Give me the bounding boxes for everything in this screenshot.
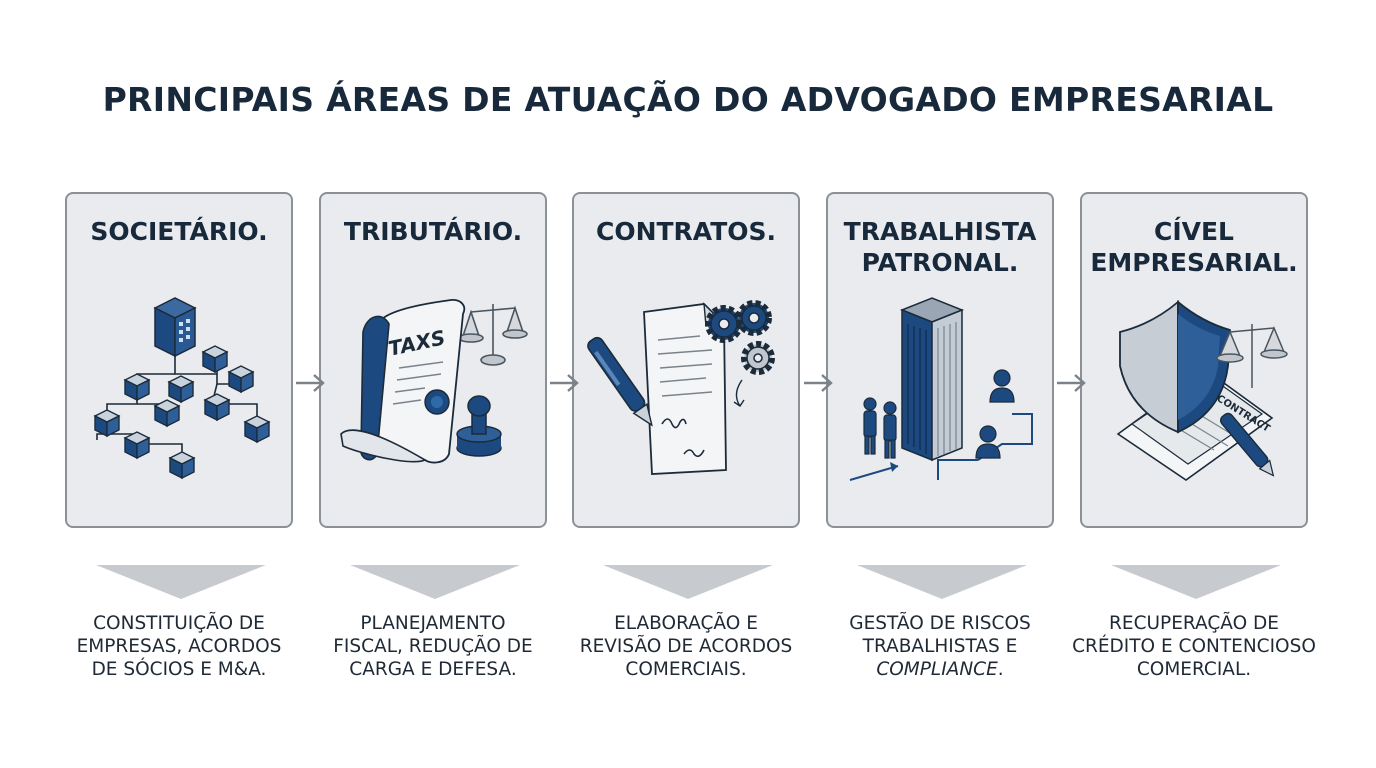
arrow-right-icon <box>296 374 325 392</box>
arrow-right-icon <box>804 374 833 392</box>
arrow-right-icon <box>1057 374 1086 392</box>
card-title-trabalhista: TRABALHISTA PATRONAL. <box>843 217 1037 277</box>
description-societario: CONSTITUIÇÃO DE EMPRESAS, ACORDOS DE SÓC… <box>76 613 282 680</box>
page-title: PRINCIPAIS ÁREAS DE ATUAÇÃO DO ADVOGADO … <box>102 80 1274 119</box>
card-title-contratos: CONTRATOS. <box>595 217 777 246</box>
description-trabalhista: GESTÃO DE RISCOS TRABALHISTAS E COMPLIAN… <box>849 613 1031 680</box>
card-title-societario: SOCIETÁRIO. <box>90 217 268 246</box>
description-civel: RECUPERAÇÃO DE CRÉDITO E CONTENCIOSO COM… <box>1072 613 1316 680</box>
description-contratos: ELABORAÇÃO E REVISÃO DE ACORDOS COMERCIA… <box>579 613 793 680</box>
arrow-right-icon <box>550 374 579 392</box>
pointer-triangle-icon <box>857 565 1027 599</box>
card-tributario: TRIBUTÁRIO. TAXS <box>319 192 547 528</box>
contract-pen-gears-icon <box>587 300 775 475</box>
shield-contract-scale-icon: CONTRACT <box>1116 300 1288 481</box>
office-building-people-icon <box>849 297 1033 481</box>
card-civel-empresarial: CÍVEL EMPRESARIAL. CONTRACT <box>1080 192 1308 528</box>
pointer-triangle-icon <box>603 565 773 599</box>
description-tributario: PLANEJAMENTO FISCAL, REDUÇÃO DE CARGA E … <box>333 613 533 680</box>
card-societario: SOCIETÁRIO. <box>65 192 293 528</box>
card-contratos: CONTRATOS. <box>572 192 800 528</box>
card-title-civel: CÍVEL EMPRESARIAL. <box>1090 217 1298 277</box>
pointer-triangle-icon <box>1111 565 1281 599</box>
pointer-triangle-icon <box>350 565 520 599</box>
corporate-org-chart-icon <box>93 297 271 480</box>
compliance-term: COMPLIANCE <box>876 659 998 680</box>
card-trabalhista-patronal: TRABALHISTA PATRONAL. <box>826 192 1054 528</box>
card-title-tributario: TRIBUTÁRIO. <box>343 217 523 246</box>
pointer-triangle-icon <box>96 565 266 599</box>
tax-scroll-icon: TAXS <box>340 299 528 464</box>
